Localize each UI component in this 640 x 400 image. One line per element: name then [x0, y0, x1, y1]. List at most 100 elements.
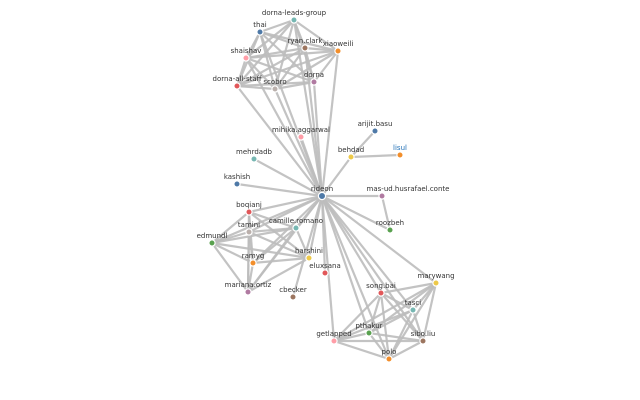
edge-edmundl-mariana-ortiz	[211, 242, 249, 293]
edge-xiaoweili-dorna	[313, 50, 339, 83]
node-dorna-leads-group[interactable]	[290, 16, 298, 24]
edge-tamini-harshini	[248, 230, 310, 260]
node-cbecker[interactable]	[289, 293, 297, 301]
node-shaishav[interactable]	[242, 54, 250, 62]
edge-edmundl-ramyg	[211, 242, 254, 264]
node-ramyg[interactable]	[249, 259, 257, 267]
edge-tasci-sibo-liu	[411, 309, 425, 342]
node-label-boqianj: boqianj	[236, 201, 262, 209]
node-label-song-bai: song.bai	[366, 282, 396, 290]
edge-tasci-polo	[388, 309, 414, 360]
node-roozbeh[interactable]	[386, 226, 394, 234]
node-behdad[interactable]	[347, 153, 355, 161]
edge-rideon-marywang	[321, 195, 437, 284]
edge-rideon-pthakur	[320, 195, 371, 334]
node-kashish[interactable]	[233, 180, 241, 188]
node-label-thai: thai	[253, 21, 266, 29]
node-thai[interactable]	[256, 28, 264, 36]
edge-ramyg-harshini	[252, 256, 310, 265]
edge-rideon-harshini	[307, 195, 324, 259]
node-tamini[interactable]	[245, 228, 253, 236]
edge-rideon-kashish	[236, 182, 323, 198]
edge-song-bai-tasci	[380, 292, 414, 311]
edge-rideon-dorna-all-staff	[236, 85, 323, 197]
edge-mas-ud-husrafael-conte-roozbeh	[380, 195, 392, 231]
node-mariana-ortiz[interactable]	[244, 288, 252, 296]
edge-harshini-mariana-ortiz	[247, 257, 310, 293]
edge-ramyg-mariana-ortiz	[246, 262, 255, 293]
node-camille-romano[interactable]	[292, 224, 300, 232]
node-label-roozbeh: roozbeh	[376, 219, 404, 227]
edge-edmundl-harshini	[211, 241, 310, 260]
node-sibo-liu[interactable]	[419, 337, 427, 345]
node-song-bai[interactable]	[377, 289, 385, 297]
node-label-scobro: scobro	[263, 78, 286, 86]
node-getlapped[interactable]	[330, 337, 338, 345]
node-rideon[interactable]	[317, 191, 327, 201]
node-scobro[interactable]	[271, 85, 279, 93]
node-label-dorna: dorna	[304, 71, 324, 79]
node-label-ryan-clark: ryan.clark	[288, 37, 324, 45]
edge-rideon-edmundl	[211, 194, 323, 245]
node-label-edmundl: edmundl	[197, 232, 228, 240]
node-label-dorna-leads-group: dorna-leads-group	[262, 9, 327, 17]
node-harshini[interactable]	[305, 254, 313, 262]
node-boqianj[interactable]	[245, 208, 253, 216]
node-label-lisul: lisul	[393, 144, 407, 152]
node-label-sibo-liu: sibo.liu	[411, 330, 436, 338]
edge-marywang-sibo-liu	[421, 282, 438, 342]
edge-rideon-tasci	[321, 195, 414, 311]
edge-behdad-lisul	[350, 153, 401, 159]
edge-thai-xiaoweili	[259, 30, 339, 53]
node-ryan-clark[interactable]	[301, 44, 309, 52]
node-mas-ud-husrafael-conte[interactable]	[378, 192, 386, 200]
node-lisul[interactable]	[396, 151, 404, 159]
node-tasci[interactable]	[409, 306, 417, 314]
edge-pthakur-getlapped	[333, 331, 370, 343]
node-dorna-all-staff[interactable]	[233, 82, 241, 90]
edge-dorna-leads-group-shaishav	[245, 19, 295, 59]
node-label-marywang: marywang	[417, 272, 454, 280]
edge-rideon-dorna-leads-group	[292, 19, 324, 197]
node-label-mariana-ortiz: mariana.ortiz	[225, 281, 272, 289]
edge-song-bai-getlapped	[333, 292, 382, 342]
node-eluxsana[interactable]	[321, 269, 329, 277]
edge-rideon-roozbeh	[321, 195, 391, 231]
node-label-rideon: rideon	[311, 185, 333, 193]
edge-rideon-scobro	[273, 88, 324, 197]
edge-boqianj-camille-romano	[248, 210, 297, 230]
edge-pthakur-sibo-liu	[368, 331, 424, 343]
node-xiaoweili[interactable]	[334, 47, 342, 55]
node-label-eluxsana: eluxsana	[309, 262, 341, 270]
node-marywang[interactable]	[432, 279, 440, 287]
edge-xiaoweili-dorna-all-staff	[236, 49, 339, 88]
node-layer	[208, 16, 440, 363]
edge-marywang-song-bai	[380, 281, 437, 295]
node-polo[interactable]	[385, 355, 393, 363]
edge-rideon-sibo-liu	[321, 195, 424, 342]
node-label-getlapped: getlapped	[316, 330, 351, 338]
edge-marywang-getlapped	[333, 282, 437, 342]
node-label-pthakur: pthakur	[355, 322, 382, 330]
edge-rideon-mehrdadb	[253, 158, 323, 197]
edge-boqianj-edmundl	[211, 211, 250, 244]
node-label-polo: polo	[382, 348, 397, 356]
node-label-behdad: behdad	[338, 146, 364, 154]
edge-marywang-pthakur	[368, 282, 437, 334]
edge-camille-romano-mariana-ortiz	[247, 227, 297, 293]
node-label-mas-ud-husrafael-conte: mas-ud.husrafael.conte	[367, 185, 450, 193]
node-dorna[interactable]	[310, 78, 318, 86]
node-pthakur[interactable]	[365, 329, 373, 337]
node-mihika-aggarwal[interactable]	[297, 133, 305, 141]
edge-rideon-polo	[320, 195, 391, 360]
node-mehrdadb[interactable]	[250, 155, 258, 163]
node-arijit-basu[interactable]	[371, 127, 379, 135]
edge-rideon-shaishav	[245, 57, 323, 197]
node-label-camille-romano: camille.romano	[269, 217, 323, 225]
node-label-xiaoweili: xiaoweili	[323, 40, 354, 48]
edge-pthakur-polo	[368, 332, 390, 360]
node-edmundl[interactable]	[208, 239, 216, 247]
node-label-tasci: tasci	[405, 299, 422, 307]
